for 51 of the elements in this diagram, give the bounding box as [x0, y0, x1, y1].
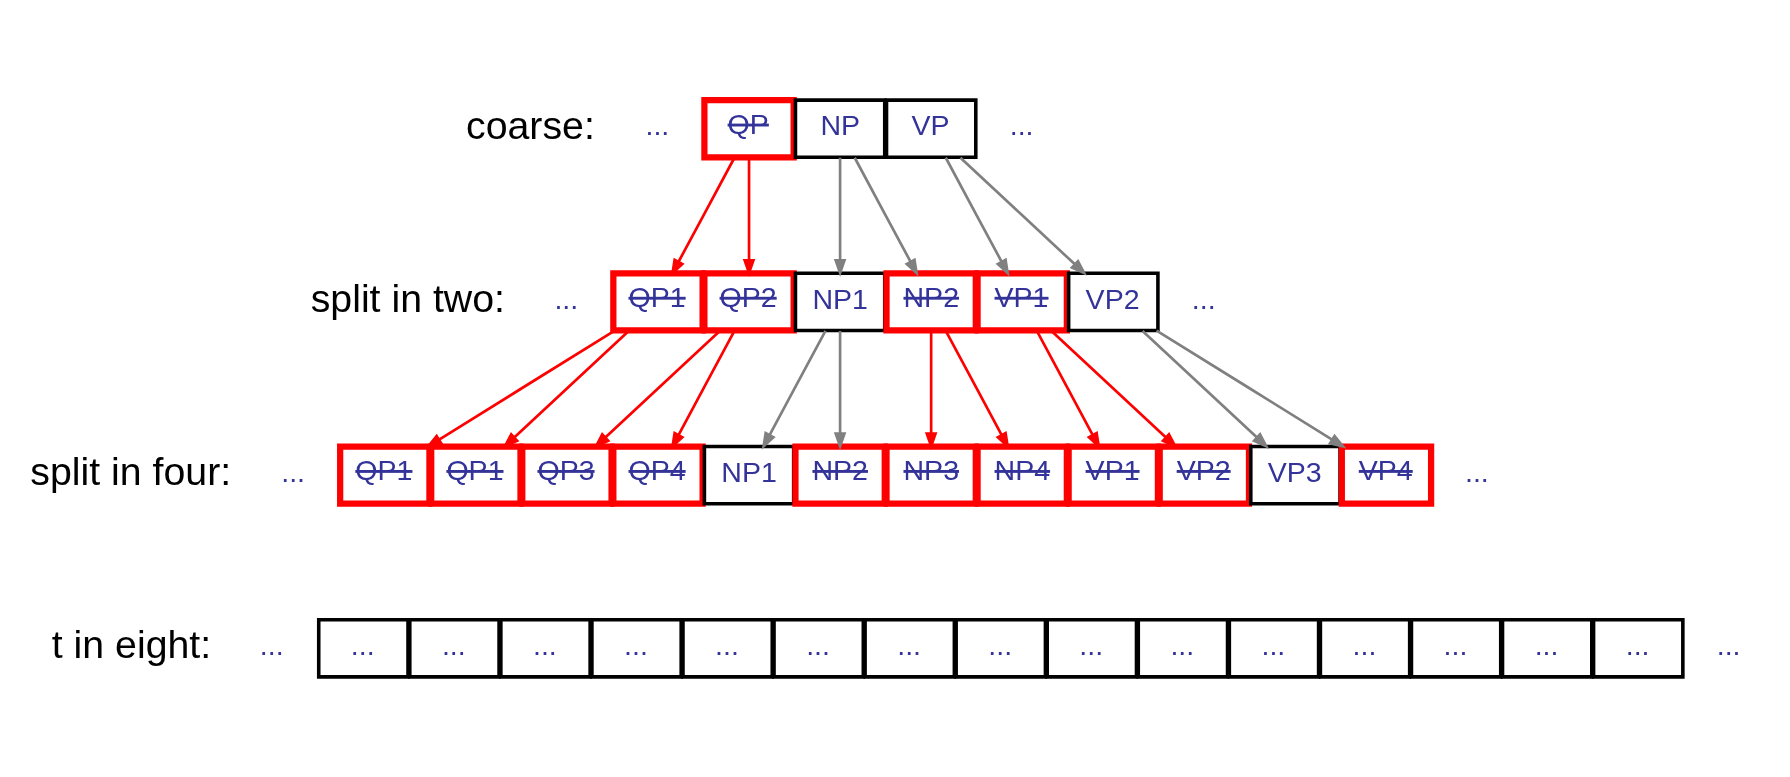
label: ... — [1465, 455, 1489, 488]
label: ... — [281, 455, 306, 488]
node-box: VP — [884, 98, 978, 160]
node-box: ... — [863, 617, 957, 679]
node-box: ... — [1591, 617, 1685, 679]
arrow — [670, 157, 736, 277]
arrow — [944, 157, 1010, 277]
node-box: ... — [1318, 617, 1412, 679]
node-box: ... — [1136, 617, 1230, 679]
arrow — [924, 330, 938, 451]
label: ... — [645, 109, 670, 142]
node-box: ... — [1409, 617, 1503, 679]
arrow — [833, 330, 847, 451]
arrow — [1035, 330, 1101, 450]
node-box: VP4 — [1338, 443, 1435, 507]
node-box: VP3 — [1248, 444, 1342, 506]
label: ... — [1716, 629, 1741, 662]
arrow — [1141, 329, 1270, 449]
node-box: ... — [408, 617, 501, 679]
node-box: QP2 — [701, 270, 797, 334]
node-box: VP2 — [1066, 271, 1160, 333]
label: ... — [1191, 282, 1216, 315]
node-box: ... — [590, 617, 683, 679]
label: ... — [554, 282, 579, 315]
node-box: ... — [499, 617, 592, 679]
arrow — [944, 330, 1010, 450]
node-box: QP — [701, 97, 797, 161]
node-box: VP1 — [974, 270, 1070, 334]
arrow — [1155, 329, 1347, 449]
node-box: ... — [681, 617, 775, 679]
node-box: ... — [1500, 617, 1594, 679]
arrow — [959, 156, 1088, 276]
node-box: ... — [954, 617, 1048, 679]
node-box: VP2 — [1156, 443, 1253, 507]
node-box: NP — [793, 98, 887, 160]
arrow — [761, 330, 827, 450]
arrow — [670, 330, 736, 450]
label: t in eight: — [51, 622, 212, 667]
node-box: ... — [316, 617, 410, 679]
label: ... — [1009, 109, 1034, 142]
label: coarse: — [466, 102, 595, 147]
label: split in two: — [310, 275, 505, 320]
arrow — [742, 157, 756, 277]
arrow — [833, 157, 847, 277]
arrow — [853, 157, 919, 277]
node-box: ... — [1227, 617, 1321, 679]
label: ... — [259, 629, 284, 662]
label: split in four: — [30, 449, 232, 494]
node-box: ... — [772, 617, 866, 679]
node-box: QP4 — [610, 443, 706, 507]
node-box: ... — [1045, 617, 1139, 679]
